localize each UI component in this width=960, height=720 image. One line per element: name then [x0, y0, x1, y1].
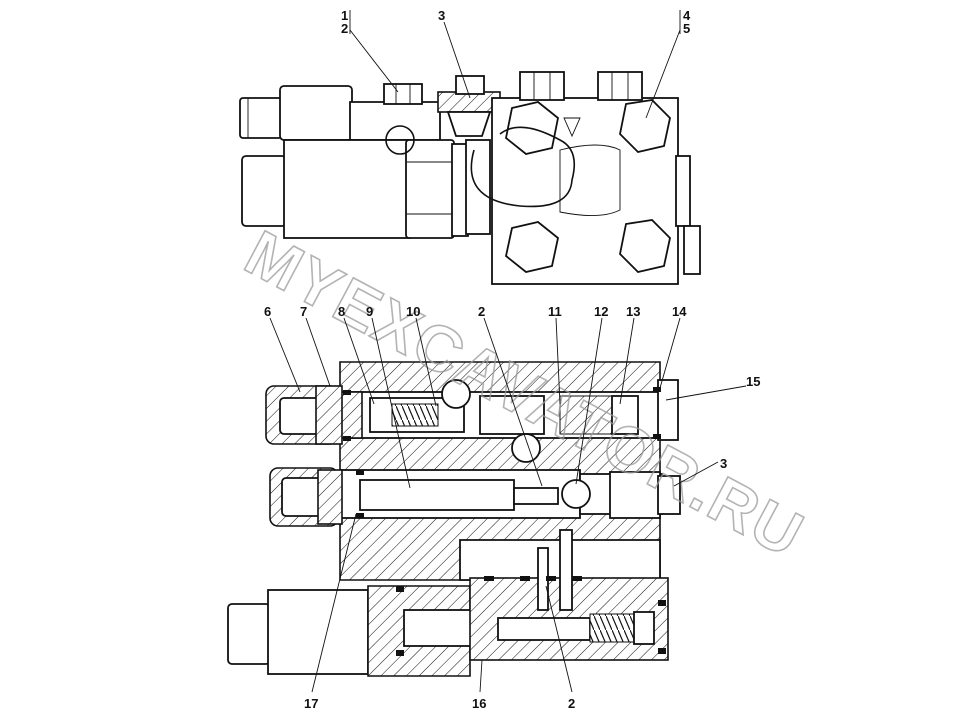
callout-10: 10: [406, 304, 420, 319]
callout-7: 7: [300, 304, 307, 319]
callout-1: 1: [341, 8, 348, 23]
callout-labels: 1 2 3 4 5 6 7 8 9 10 2 11 12 13 14 15 3 …: [264, 8, 760, 711]
callout-12: 12: [594, 304, 608, 319]
callout-2-top: 2: [341, 21, 348, 36]
callout-5: 5: [683, 21, 690, 36]
callout-3-right: 3: [720, 456, 727, 471]
callout-15: 15: [746, 374, 760, 389]
callout-11: 11: [548, 304, 562, 319]
top-view: [239, 71, 701, 285]
callout-13: 13: [626, 304, 640, 319]
callout-2-bottom: 2: [568, 696, 575, 711]
seals: [343, 387, 666, 656]
section-view: [227, 361, 681, 677]
callout-8: 8: [338, 304, 345, 319]
callout-6: 6: [264, 304, 271, 319]
callout-9: 9: [366, 304, 373, 319]
callout-2-mid: 2: [478, 304, 485, 319]
callout-4: 4: [683, 8, 691, 23]
callout-16: 16: [472, 696, 486, 711]
callout-3-top: 3: [438, 8, 445, 23]
hex-bolts: [505, 99, 671, 273]
callout-14: 14: [672, 304, 687, 319]
leader-lines: [269, 10, 747, 693]
callout-17: 17: [304, 696, 318, 711]
